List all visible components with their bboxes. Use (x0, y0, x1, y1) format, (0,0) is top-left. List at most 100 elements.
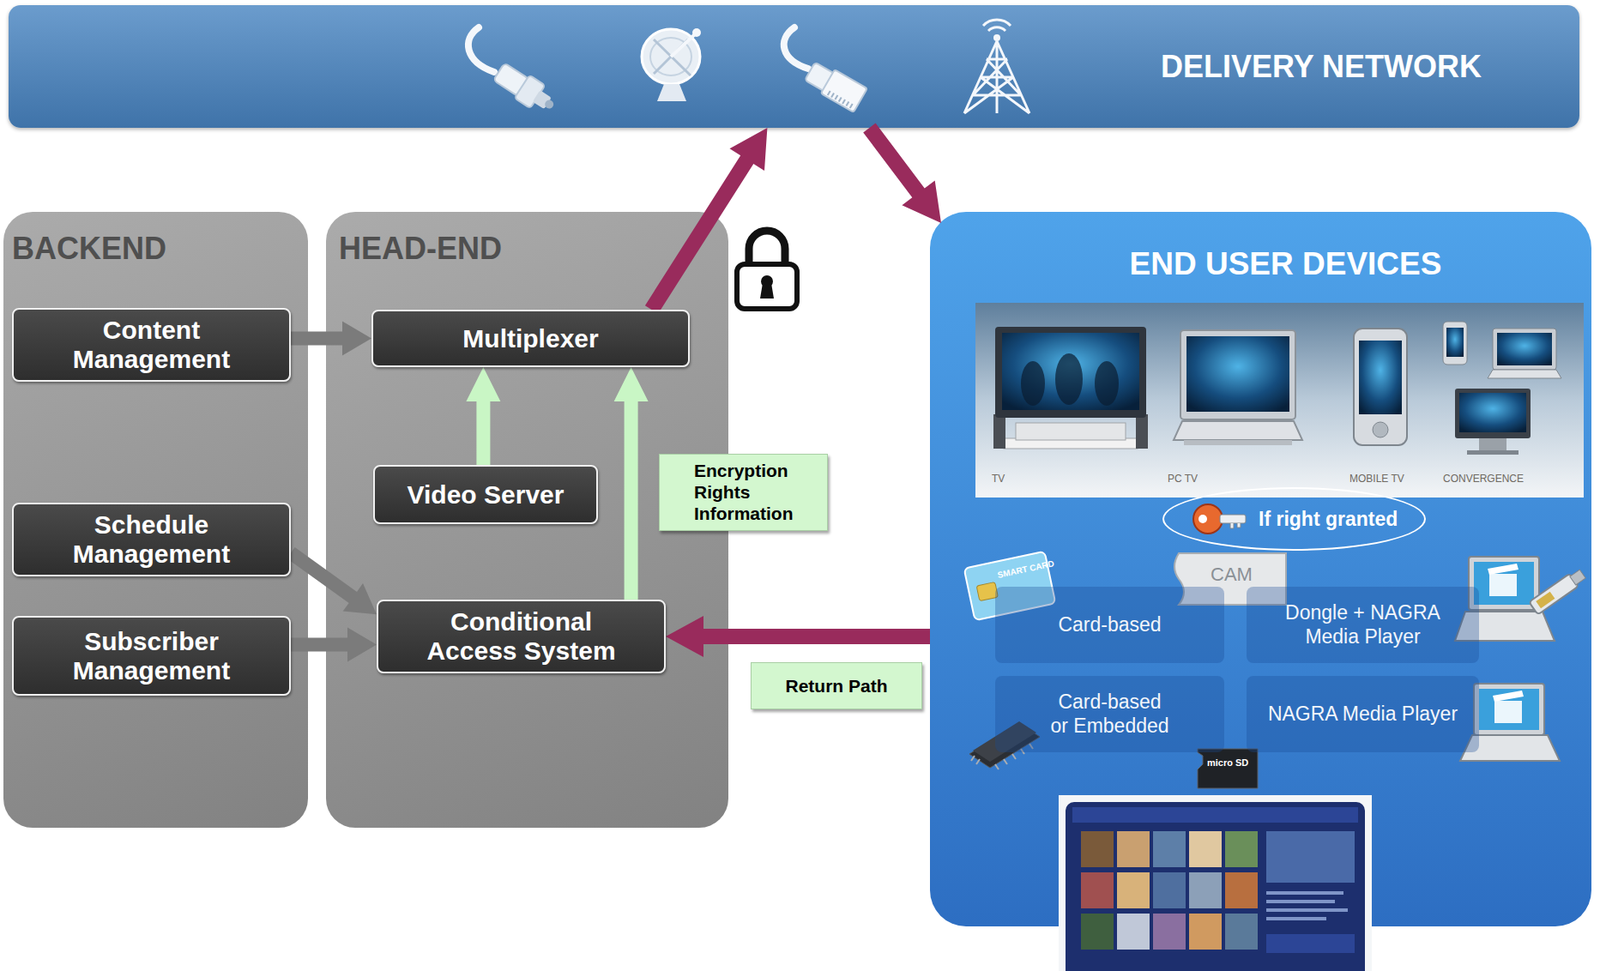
key-icon (1193, 504, 1223, 534)
cable-plug-icon (514, 74, 546, 109)
media-player-screenshot (1080, 831, 1114, 868)
key-icon (1219, 514, 1246, 524)
ethernet-plug-icon (803, 59, 868, 113)
device-photo (1094, 361, 1119, 406)
laptop-image (1460, 683, 1560, 761)
device-photo (1183, 440, 1293, 446)
network-icons (468, 19, 1030, 119)
tile-text: Dongle + NAGRA Media Player (1273, 601, 1454, 649)
device-art (964, 302, 1588, 971)
laptop-image (1494, 700, 1522, 724)
process-box: Multiplexer (371, 309, 690, 368)
cable-plug-icon (491, 60, 561, 119)
tile-text: Card-based (1057, 613, 1161, 638)
media-player-screenshot (1153, 831, 1186, 868)
device-photo (1015, 422, 1126, 441)
media-player-screenshot (1266, 934, 1355, 954)
lock-icon (760, 283, 774, 299)
laptop-image (1460, 735, 1560, 761)
embedded-chip-image (969, 723, 1040, 768)
device-tile: NAGRA Media Player (1246, 676, 1480, 753)
media-player-screenshot (1189, 872, 1222, 909)
smart-card-image (976, 582, 998, 602)
lock-icon (736, 264, 797, 309)
key-icon (1230, 523, 1241, 529)
media-player-screenshot (1225, 913, 1258, 950)
device-photo (1020, 361, 1045, 406)
panel-heading: END USER DEVICES (979, 246, 1592, 283)
device-label: CONVERGENCE (1443, 472, 1524, 485)
media-player-screenshot (1266, 831, 1355, 883)
box-text: Subscriber Management (53, 627, 251, 685)
laptop-dongle-image (1569, 569, 1586, 586)
embedded-chip-image (972, 721, 1037, 762)
satellite-dish-icon (653, 39, 689, 74)
flow-arrow (286, 547, 377, 615)
radio-tower-icon (964, 41, 1030, 114)
edge-label: Encryption Rights Information (658, 453, 828, 532)
media-player-screenshot (1058, 795, 1372, 971)
box-text: Video Server (407, 480, 565, 510)
laptop-dongle-image (1528, 567, 1588, 616)
device-photo (1358, 340, 1402, 415)
laptop-image (1473, 683, 1545, 736)
process-box: Content Management (12, 307, 291, 382)
cable-plug-icon (543, 98, 556, 111)
flow-arrow (645, 127, 768, 314)
condition-oval: If right granted (1162, 487, 1426, 551)
box-text: Conditional Access System (418, 607, 625, 665)
laptop-dongle-image (1455, 556, 1588, 641)
laptop-dongle-image (1487, 563, 1519, 575)
laptop-dongle-image (1528, 573, 1579, 616)
microsd-image (1197, 748, 1258, 789)
media-player-screenshot (1189, 913, 1222, 950)
panel-heading: BACKEND (12, 230, 308, 267)
media-player-screenshot (1116, 831, 1150, 868)
ethernet-plug-icon (821, 69, 868, 113)
card-print: micro SD (1207, 757, 1249, 768)
media-player-screenshot (1116, 872, 1150, 909)
device-photo (1353, 328, 1407, 446)
device-photo (975, 302, 1584, 498)
region-panel: BACKEND Content ManagementSchedule Manage… (3, 211, 308, 828)
device-photo (993, 414, 1006, 449)
device-label: TV (991, 472, 1005, 485)
laptop-dongle-image (1535, 591, 1555, 610)
process-box: Video Server (373, 464, 598, 525)
laptop-dongle-image (1473, 561, 1534, 605)
media-player-screenshot (1153, 913, 1186, 950)
device-photo (1459, 392, 1527, 433)
radio-tower-icon (983, 19, 1011, 31)
device-photo (1003, 438, 1138, 449)
flow-arrow (665, 615, 930, 658)
box-text: Schedule Management (57, 510, 247, 568)
network-band: DELIVERY NETWORK (8, 5, 1580, 128)
device-photo (1455, 388, 1531, 439)
cable-plug-icon (468, 27, 495, 73)
device-photo (1186, 336, 1290, 412)
laptop-dongle-image (1455, 611, 1555, 641)
media-player-screenshot (1058, 795, 1372, 971)
media-player-screenshot (1266, 891, 1344, 895)
lock-icon (736, 230, 797, 309)
satellite-dish-icon (692, 28, 701, 37)
process-box: Conditional Access System (376, 599, 666, 674)
device-tile: Card-based or Embedded (995, 676, 1225, 753)
media-player-screenshot (1065, 802, 1365, 971)
media-player-screenshot (1189, 831, 1222, 868)
module-print: CAM (1210, 563, 1253, 586)
device-tile: Dongle + NAGRA Media Player (1246, 586, 1480, 664)
media-player-screenshot (1266, 899, 1335, 904)
media-player-screenshot (1225, 872, 1258, 909)
smart-card-image (964, 551, 1057, 622)
device-photo (1492, 328, 1557, 370)
tile-text: NAGRA Media Player (1267, 702, 1458, 727)
satellite-dish-icon (641, 29, 701, 85)
embedded-chip-image (971, 743, 1033, 770)
laptop-image (1492, 690, 1524, 702)
laptop-dongle-image (1489, 573, 1517, 597)
ethernet-plug-icon (804, 62, 835, 92)
microsd-image (1197, 748, 1258, 789)
satellite-dish-icon (641, 28, 701, 102)
